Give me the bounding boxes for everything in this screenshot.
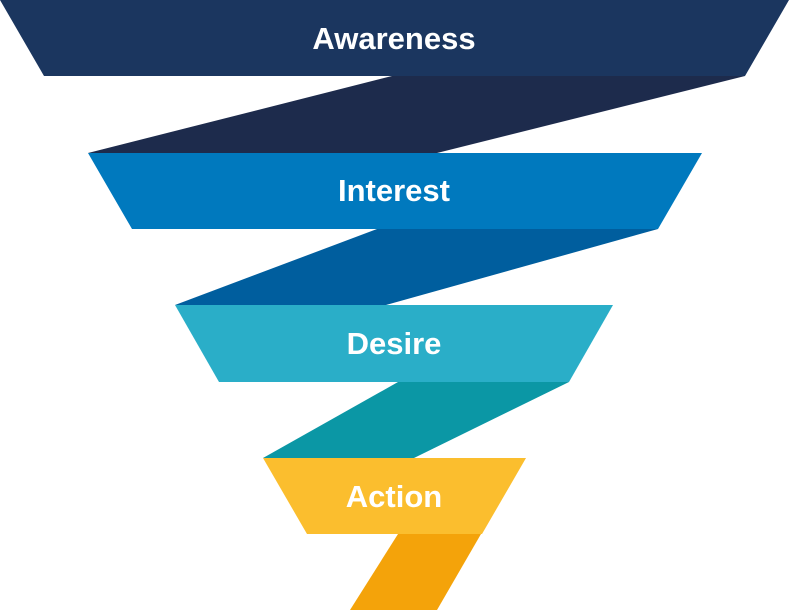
stage-label-awareness: Awareness: [312, 21, 475, 56]
band-awareness: [0, 0, 789, 76]
connector-desire-action: [263, 382, 569, 458]
band-action: [263, 458, 526, 534]
stage-interest: Interest: [88, 153, 702, 229]
connector-interest-desire: [175, 229, 658, 305]
stage-desire: Desire: [175, 305, 613, 382]
funnel-tail: [350, 534, 481, 610]
band-interest: [88, 153, 702, 229]
stage-action: Action: [263, 458, 526, 534]
stage-label-action: Action: [346, 479, 442, 514]
connector-awareness-interest: [88, 76, 745, 153]
stage-label-interest: Interest: [338, 173, 450, 208]
band-desire: [175, 305, 613, 382]
stage-awareness: Awareness: [0, 0, 789, 76]
stage-label-desire: Desire: [347, 326, 442, 361]
